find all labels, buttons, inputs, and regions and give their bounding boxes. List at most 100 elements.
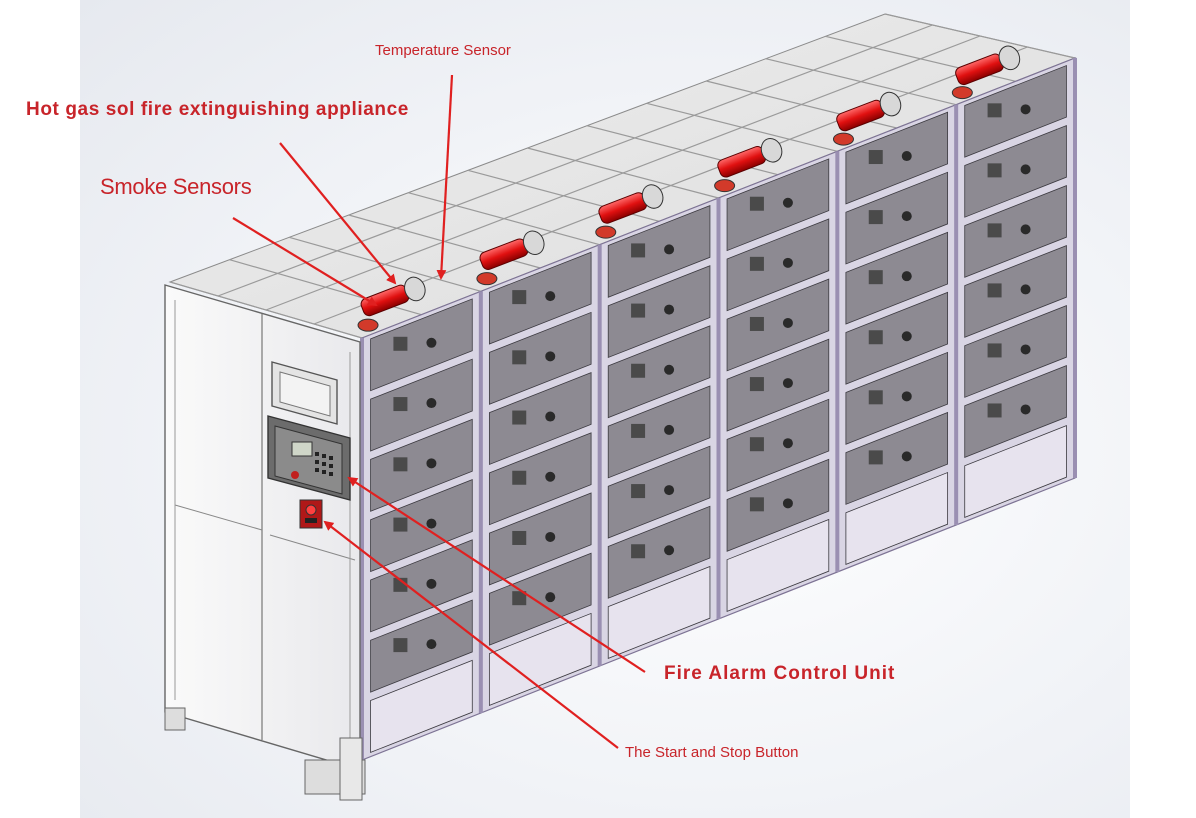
battery-module <box>964 304 1067 398</box>
battery-module <box>845 231 949 325</box>
module-terminal <box>631 243 646 258</box>
smoke-sensor-disc <box>476 272 498 286</box>
battery-module <box>726 398 830 492</box>
module-connector <box>1020 224 1031 235</box>
module-connector <box>782 317 793 328</box>
arrow-temperature-sensor <box>436 74 454 280</box>
module-connector <box>426 337 437 348</box>
module-terminal <box>631 303 646 318</box>
module-connector <box>1020 104 1031 115</box>
label-temperature-sensor: Temperature Sensor <box>375 42 511 59</box>
module-connector <box>782 378 793 389</box>
module-terminal <box>868 450 883 465</box>
smoke-sensor-disc <box>714 179 736 193</box>
module-terminal <box>393 336 408 351</box>
module-terminal <box>512 410 527 425</box>
module-connector <box>545 351 556 362</box>
battery-module <box>726 338 830 432</box>
module-connector <box>782 257 793 268</box>
battery-module <box>845 411 949 505</box>
module-terminal <box>987 283 1002 298</box>
module-connector <box>664 424 675 435</box>
battery-module <box>964 64 1067 158</box>
module-terminal <box>512 530 527 545</box>
module-terminal <box>393 638 408 653</box>
module-connector <box>545 531 556 542</box>
module-terminal <box>512 591 527 606</box>
module-terminal <box>987 223 1002 238</box>
battery-module <box>964 124 1067 218</box>
battery-module <box>488 251 592 345</box>
label-start-stop-button: The Start and Stop Button <box>625 744 799 761</box>
module-connector <box>901 211 912 222</box>
smoke-sensor-disc <box>951 86 973 100</box>
battery-module <box>726 278 830 372</box>
module-connector <box>1020 404 1031 415</box>
module-connector <box>1020 164 1031 175</box>
control-unit-keypad <box>315 452 333 476</box>
module-terminal <box>868 390 883 405</box>
module-terminal <box>987 343 1002 358</box>
smoke-sensor-disc <box>832 132 854 146</box>
module-connector <box>664 364 675 375</box>
module-connector <box>1020 284 1031 295</box>
extinguisher-nozzle <box>760 138 783 163</box>
label-smoke-sensors: Smoke Sensors <box>100 174 252 199</box>
arrow-start-stop-button <box>323 520 619 749</box>
battery-module <box>370 358 473 452</box>
battery-module <box>607 445 711 539</box>
battery-module <box>726 218 830 312</box>
rack-base-wiring <box>845 471 949 565</box>
module-connector <box>545 471 556 482</box>
battery-module <box>488 372 592 466</box>
module-terminal <box>868 150 883 165</box>
roof-rail <box>313 46 1028 325</box>
battery-module-grid <box>360 58 1077 760</box>
module-terminal <box>987 403 1002 418</box>
battery-module <box>845 351 949 445</box>
module-connector <box>901 151 912 162</box>
battery-module <box>488 492 592 586</box>
module-connector <box>664 304 675 315</box>
module-connector <box>901 391 912 402</box>
module-terminal <box>631 484 646 499</box>
module-terminal <box>393 517 408 532</box>
smoke-sensor-disc <box>357 318 379 332</box>
battery-module <box>964 184 1067 278</box>
module-terminal <box>987 103 1002 118</box>
battery-module <box>488 552 592 646</box>
battery-module <box>488 432 592 526</box>
extinguisher-nozzle <box>404 276 426 302</box>
module-terminal <box>749 316 764 331</box>
extinguisher-nozzle <box>522 230 545 256</box>
battery-module <box>845 111 949 205</box>
module-terminal <box>868 270 883 285</box>
module-terminal <box>393 577 408 592</box>
module-terminal <box>631 363 646 378</box>
module-terminal <box>512 350 527 365</box>
hot-gas-sol-extinguisher <box>598 184 664 224</box>
battery-module <box>370 539 473 633</box>
battery-module <box>607 325 711 419</box>
module-terminal <box>749 196 764 211</box>
rack-base-wiring <box>726 518 830 612</box>
module-terminal <box>631 423 646 438</box>
battery-module <box>726 458 830 552</box>
module-connector <box>545 592 556 603</box>
battery-module <box>607 265 711 359</box>
module-connector <box>782 438 793 449</box>
module-connector <box>545 411 556 422</box>
module-connector <box>901 271 912 282</box>
battery-module <box>964 364 1067 458</box>
module-terminal <box>512 470 527 485</box>
module-connector <box>545 291 556 302</box>
module-connector <box>901 451 912 462</box>
module-connector <box>664 244 675 255</box>
arrow-hot-gas-sol <box>279 142 397 285</box>
module-connector <box>426 578 437 589</box>
hot-gas-sol-extinguisher <box>955 45 1021 86</box>
module-terminal <box>393 397 408 412</box>
module-connector <box>664 485 675 496</box>
